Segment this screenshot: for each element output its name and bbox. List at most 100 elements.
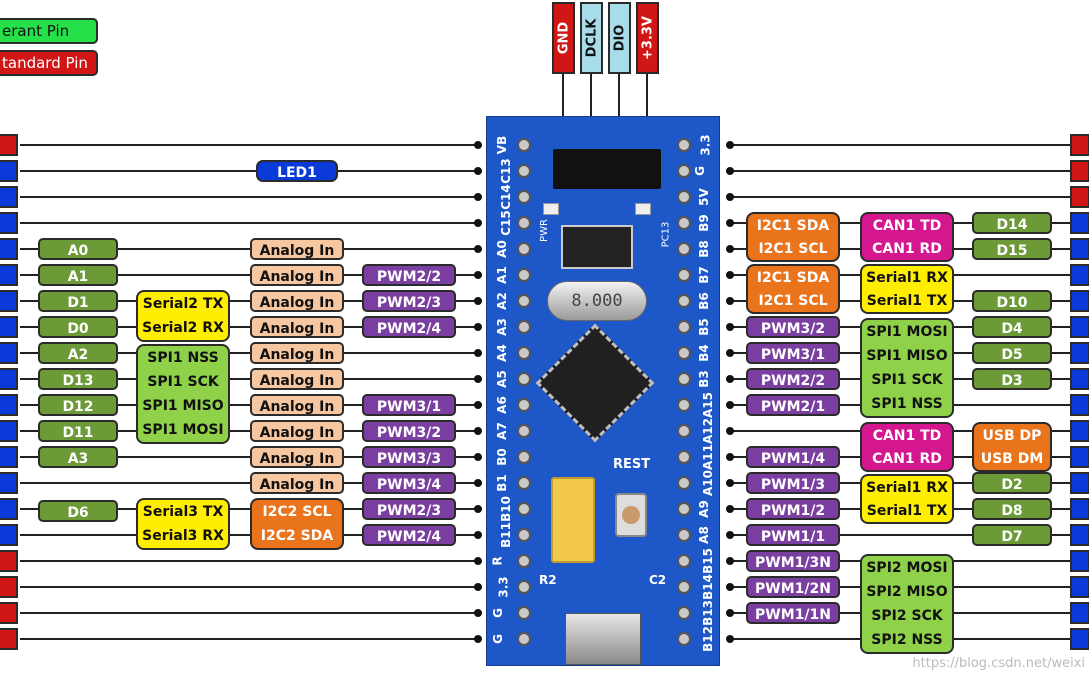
- left-edge-tab: [0, 264, 18, 286]
- header-pin: [677, 606, 691, 620]
- can1-group-b: CAN1 TD CAN1 RD: [860, 422, 954, 472]
- arduino-pin-label: D7: [972, 524, 1052, 546]
- arduino-pin-label: D11: [38, 420, 118, 442]
- crystal-oscillator: 8.000: [547, 281, 647, 321]
- pwm-label: PWM3/3: [362, 446, 456, 468]
- arduino-pin-label: A3: [38, 446, 118, 468]
- wire-end-dot: [474, 271, 482, 279]
- board-pin-label: B5: [696, 318, 711, 336]
- spi1-left-group: SPI1 NSS SPI1 SCK SPI1 MISO SPI1 MOSI: [136, 344, 230, 444]
- header-pin: [517, 424, 531, 438]
- left-edge-tab: [0, 134, 18, 156]
- header-pin: [517, 476, 531, 490]
- spi1-right-nss: SPI1 NSS: [871, 396, 943, 412]
- wire-end-dot: [726, 167, 734, 175]
- spi2-nss: SPI2 NSS: [871, 632, 943, 648]
- arduino-pin-label: A2: [38, 342, 118, 364]
- serial2-group: Serial2 TX Serial2 RX: [136, 290, 230, 342]
- right-edge-tab: [1070, 290, 1089, 312]
- wire-end-dot: [726, 401, 734, 409]
- right-edge-tab: [1070, 160, 1089, 182]
- header-pin: [677, 346, 691, 360]
- spi1-sck: SPI1 SCK: [147, 374, 219, 390]
- i2c1-scl-a: I2C1 SCL: [758, 240, 828, 257]
- header-pin: [677, 190, 691, 204]
- serial1-rx-a: Serial1 RX: [866, 269, 948, 286]
- board-pin-label: B15: [700, 548, 715, 574]
- header-pin: [677, 242, 691, 256]
- boot-jumpers[interactable]: [551, 477, 595, 563]
- wire-end-dot: [726, 375, 734, 383]
- wire-end-dot: [474, 245, 482, 253]
- legend-standard-pin: tandard Pin: [0, 50, 98, 76]
- pwm-label: PWM1/1: [746, 524, 840, 546]
- pwm-label: PWM3/2: [362, 420, 456, 442]
- header-pin: [517, 164, 531, 178]
- wire-end-dot: [726, 271, 734, 279]
- board-pin-label: B11: [498, 522, 513, 548]
- wire-end-dot: [726, 505, 734, 513]
- header-pin: [677, 632, 691, 646]
- right-edge-tab: [1070, 628, 1089, 650]
- wire-end-dot: [726, 323, 734, 331]
- pc13-led: [635, 203, 651, 215]
- wire-end-dot: [474, 557, 482, 565]
- left-edge-tab: [0, 290, 18, 312]
- pwm-label: PWM3/1: [362, 394, 456, 416]
- i2c1-sda-b: I2C1 SDA: [756, 269, 830, 286]
- header-pin: [677, 476, 691, 490]
- arduino-pin-label: A1: [38, 264, 118, 286]
- board-pin-label: C14: [498, 184, 513, 210]
- board-pin-label: B13: [700, 600, 715, 626]
- left-edge-tab: [0, 472, 18, 494]
- left-edge-tab: [0, 524, 18, 546]
- wire-end-dot: [726, 141, 734, 149]
- board-pin-label: C15: [498, 210, 513, 236]
- can1-group-a: CAN1 TD CAN1 RD: [860, 212, 954, 262]
- left-edge-tab: [0, 602, 18, 624]
- wire-end-dot: [474, 531, 482, 539]
- wire-end-dot: [474, 635, 482, 643]
- header-pin: [517, 372, 531, 386]
- board-pin-label: A11: [701, 444, 715, 470]
- left-edge-tab: [0, 368, 18, 390]
- right-edge-tab: [1070, 576, 1089, 598]
- board-pin-label: A9: [696, 500, 711, 518]
- pwm-label: PWM2/1: [746, 394, 840, 416]
- pwm-label: PWM1/4: [746, 446, 840, 468]
- spi1-right-miso: SPI1 MISO: [866, 348, 948, 364]
- arduino-pin-label: D8: [972, 498, 1052, 520]
- header-pin: [517, 606, 531, 620]
- pwm-label: PWM3/1: [746, 342, 840, 364]
- board-pin-label: 3.3: [496, 576, 511, 598]
- right-edge-tab: [1070, 368, 1089, 390]
- left-edge-tab: [0, 238, 18, 260]
- legend-tolerant-pin: erant Pin: [0, 18, 98, 44]
- board-pin-label: B14: [700, 574, 715, 600]
- wire-end-dot: [726, 531, 734, 539]
- arduino-pin-label: D12: [38, 394, 118, 416]
- micro-usb-port[interactable]: [565, 613, 641, 665]
- pwm-label: PWM2/2: [746, 368, 840, 390]
- board-pin-label: A12: [701, 418, 715, 444]
- wire-end-dot: [474, 609, 482, 617]
- right-edge-tab: [1070, 186, 1089, 208]
- arduino-pin-label: D2: [972, 472, 1052, 494]
- wire-end-dot: [474, 219, 482, 227]
- board-pin-label: B4: [696, 344, 711, 362]
- serial3-rx: Serial3 RX: [142, 528, 224, 544]
- reset-button[interactable]: [615, 493, 647, 537]
- led1-label: LED1: [256, 160, 338, 182]
- header-pin: [517, 554, 531, 568]
- board-pin-label: G: [692, 166, 707, 176]
- wire-end-dot: [474, 297, 482, 305]
- spi2-sck: SPI2 SCK: [871, 608, 943, 624]
- arduino-pin-label: A0: [38, 238, 118, 260]
- pwm-label: PWM2/4: [362, 524, 456, 546]
- spi1-miso: SPI1 MISO: [142, 398, 224, 414]
- header-dclk: DCLK: [580, 2, 603, 74]
- wire-end-dot: [474, 141, 482, 149]
- board-pin-label: 3.3: [698, 134, 713, 156]
- header-pin: [517, 398, 531, 412]
- i2c2-sda: I2C2 SDA: [260, 528, 334, 544]
